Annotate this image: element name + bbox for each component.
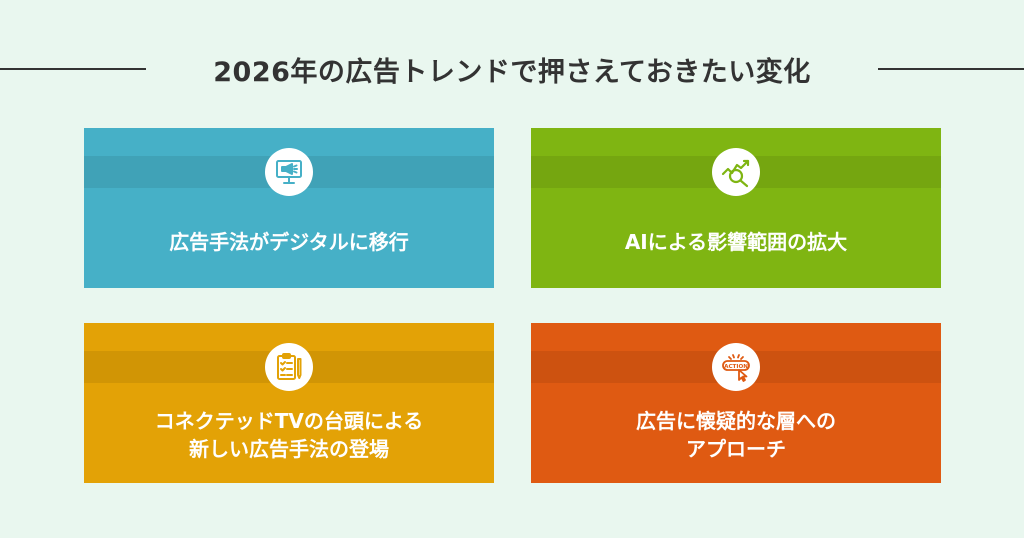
card-connected-tv: コネクテッドTVの台頭による 新しい広告手法の登場 <box>84 323 494 483</box>
clipboard-checklist-icon <box>265 343 313 391</box>
title-divider-right <box>878 68 1024 70</box>
chart-magnifier-icon <box>712 148 760 196</box>
card-label: AIによる影響範囲の拡大 <box>624 230 848 254</box>
card-skeptical-audience: ACTION 広告に懐疑的な層への アプローチ <box>531 323 941 483</box>
card-ai-impact: AIによる影響範囲の拡大 <box>531 128 941 288</box>
card-label: 広告手法がデジタルに移行 <box>169 230 409 254</box>
card-label: コネクテッドTVの台頭による 新しい広告手法の登場 <box>154 409 424 461</box>
title-divider-left <box>0 68 146 70</box>
page-title: 2026年の広告トレンドで押さえておきたい変化 <box>213 56 811 88</box>
svg-text:ACTION: ACTION <box>724 364 748 370</box>
card-digital-shift: 広告手法がデジタルに移行 <box>84 128 494 288</box>
title-row: 2026年の広告トレンドで押さえておきたい変化 <box>0 42 1024 96</box>
megaphone-screen-icon <box>265 148 313 196</box>
action-click-icon: ACTION <box>712 343 760 391</box>
card-label: 広告に懐疑的な層への アプローチ <box>636 409 836 461</box>
